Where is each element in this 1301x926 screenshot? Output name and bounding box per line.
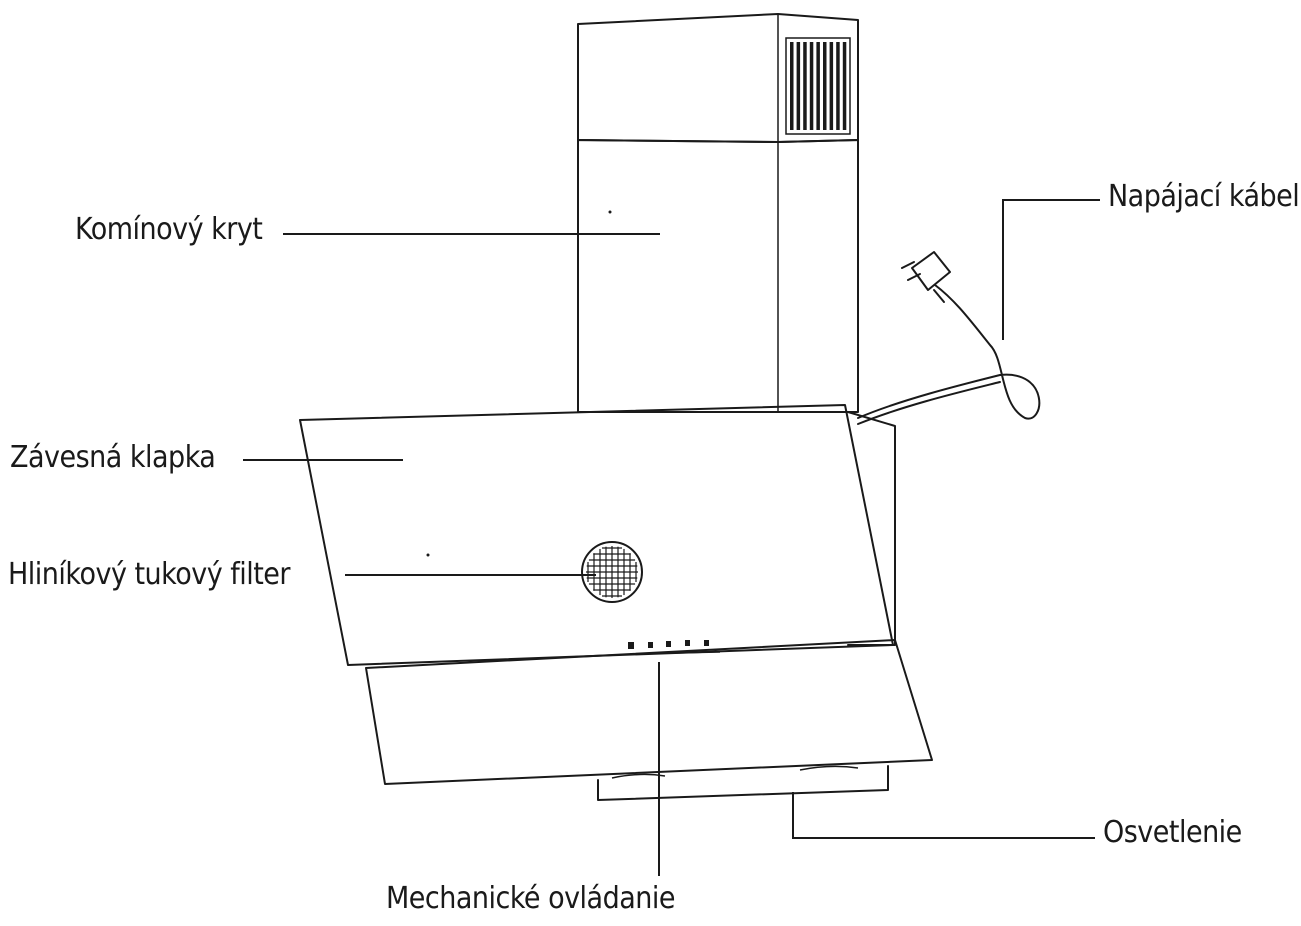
grille-bar xyxy=(816,42,820,130)
leader-power-cable xyxy=(1002,199,1100,340)
leader-lines xyxy=(243,199,1100,876)
grille-bar xyxy=(803,42,807,130)
grille-bar xyxy=(796,42,801,130)
grille-bar xyxy=(836,42,840,130)
label-lighting: Osvetlenie xyxy=(1103,815,1242,850)
hinged-flap-panel xyxy=(299,404,894,666)
label-mechanical-control: Mechanické ovládanie xyxy=(386,881,676,916)
grille-bar xyxy=(809,42,814,130)
chimney-lower xyxy=(577,139,859,413)
label-grease-filter: Hliníkový tukový filter xyxy=(8,557,291,592)
grille-bar xyxy=(790,42,794,130)
leader-lighting xyxy=(792,792,1095,839)
grille-bar xyxy=(823,42,827,130)
grease-filter-graphic xyxy=(581,541,643,603)
rear-body xyxy=(847,411,896,646)
lower-body xyxy=(365,639,933,801)
power-cable-graphic xyxy=(857,251,1041,425)
vent-grille xyxy=(785,37,851,135)
grille-bar xyxy=(842,42,847,130)
label-hinged-flap: Závesná klapka xyxy=(10,440,216,475)
label-chimney-cover: Komínový kryt xyxy=(75,212,263,247)
label-power-cable: Napájací kábel xyxy=(1108,179,1300,214)
grille-bar xyxy=(829,42,834,130)
